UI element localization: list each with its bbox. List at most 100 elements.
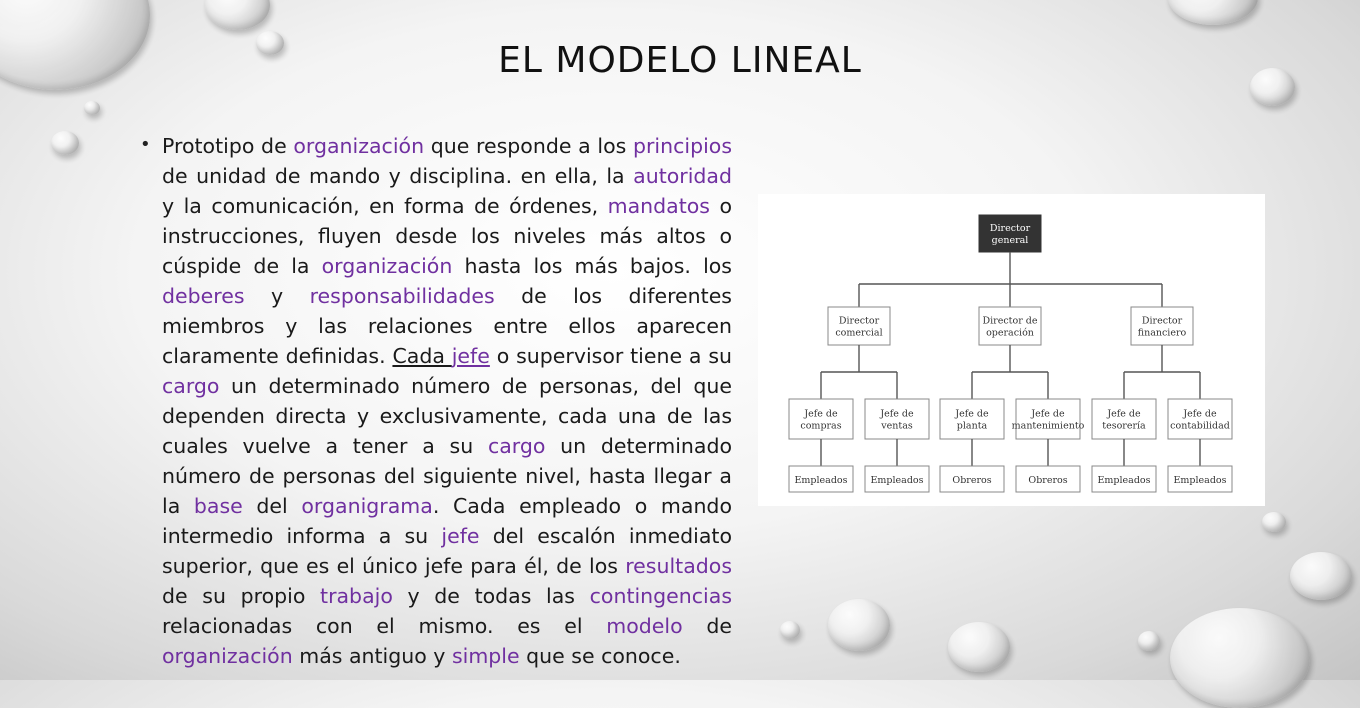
body-text-block: • Prototipo de organización que responde… (140, 131, 732, 680)
text-segment: del (242, 494, 302, 518)
org-box-label: planta (957, 421, 988, 432)
water-drop-decoration (51, 131, 79, 155)
highlighted-term: mandatos (607, 194, 710, 218)
org-box-label: Jefe de (803, 409, 838, 420)
staff-box-label: Empleados (794, 475, 847, 486)
org-box-label: Director (1142, 316, 1183, 327)
water-drop-decoration (1170, 608, 1310, 708)
water-drop-decoration (1138, 631, 1160, 651)
staff-box-label: Empleados (1097, 475, 1150, 486)
staff-box-label: Empleados (1173, 475, 1226, 486)
highlighted-term: organización (293, 134, 425, 158)
text-segment: de su propio (162, 584, 321, 608)
org-box-label: compras (800, 421, 841, 432)
staff-box-label: Empleados (870, 475, 923, 486)
org-box-label: Director de (983, 316, 1038, 327)
text-segment: o supervisor tiene a su (489, 344, 732, 368)
org-box-label: ventas (880, 421, 913, 432)
highlighted-term: modelo (606, 614, 683, 638)
org-box (1091, 398, 1157, 440)
text-segment: de (682, 614, 732, 638)
text-segment: Prototipo de (162, 134, 294, 158)
text-segment: relacionadas con el mismo. es el (162, 614, 607, 638)
highlighted-term: jefe (441, 524, 480, 548)
water-drop-decoration (84, 101, 100, 115)
highlighted-term: responsabilidades (309, 284, 495, 308)
org-box-label: comercial (835, 328, 882, 339)
org-box (1167, 398, 1233, 440)
org-box-label: mantenimiento (1012, 421, 1085, 432)
highlighted-term: contingencias (589, 584, 732, 608)
staff-box (1091, 465, 1157, 493)
water-drop-decoration (256, 31, 284, 55)
water-drop-decoration (1290, 552, 1352, 600)
org-box (1015, 398, 1081, 440)
staff-box (1015, 465, 1081, 493)
staff-box-label: Obreros (1028, 475, 1067, 486)
water-drop-decoration (780, 621, 800, 639)
org-box (978, 214, 1042, 253)
org-box-label: tesorería (1102, 421, 1146, 432)
body-paragraph: Prototipo de organización que responde a… (162, 131, 732, 671)
highlighted-term: trabajo (320, 584, 393, 608)
text-segment: y la comunicación, en forma de órdenes, (162, 194, 608, 218)
highlighted-term: simple (451, 644, 520, 668)
org-box-label: general (992, 235, 1029, 246)
org-box-label: Jefe de (954, 409, 989, 420)
bullet-icon: • (140, 134, 151, 155)
org-box (788, 398, 854, 440)
highlighted-term: cargo (487, 434, 546, 458)
slide-title: EL MODELO LINEAL (498, 40, 862, 81)
text-segment: un determinado número de personas, del q… (162, 374, 732, 458)
water-drop-decoration (828, 599, 890, 651)
text-segment: hasta los más bajos. los (452, 254, 732, 278)
text-segment: Cada (392, 344, 452, 368)
org-box (939, 398, 1005, 440)
text-segment: de unidad de mando y disciplina. en ella… (162, 164, 634, 188)
staff-box (864, 465, 930, 493)
org-box-label: Jefe de (1182, 409, 1217, 420)
highlighted-term: principios (632, 134, 732, 158)
water-drop-decoration (948, 622, 1010, 672)
org-box (978, 306, 1042, 346)
staff-box (1167, 465, 1233, 493)
text-segment: . Cada empleado o mando intermedio infor… (162, 494, 732, 548)
text-segment: más antiguo y (292, 644, 452, 668)
text-segment: o instrucciones, fluyen desde los nivele… (162, 194, 732, 278)
water-drop-decoration (1250, 68, 1295, 106)
text-segment: de los diferentes miembros y las relacio… (162, 284, 732, 368)
highlighted-term: base (193, 494, 243, 518)
highlighted-term: deberes (162, 284, 245, 308)
text-segment: y de todas las (392, 584, 590, 608)
highlighted-term: cargo (162, 374, 220, 398)
org-box-label: Jefe de (1106, 409, 1141, 420)
org-box-label: Jefe de (879, 409, 914, 420)
org-box-label: financiero (1138, 328, 1187, 339)
highlighted-term: organización (321, 254, 453, 278)
text-segment: del escalón inmediato superior, que es e… (162, 524, 732, 578)
org-box-label: contabilidad (1170, 421, 1230, 432)
org-box-label: operación (986, 328, 1034, 339)
text-segment: que responde a los (424, 134, 633, 158)
text-segment: que se conoce. (519, 644, 681, 668)
staff-box-label: Obreros (952, 475, 991, 486)
water-drop-decoration (205, 0, 270, 30)
org-box (827, 306, 891, 346)
water-drop-decoration (1168, 0, 1258, 25)
org-box-label: Jefe de (1030, 409, 1065, 420)
org-box-label: Director (839, 316, 880, 327)
highlighted-term: organigrama (301, 494, 433, 518)
highlighted-term: resultados (625, 554, 732, 578)
highlighted-term: autoridad (633, 164, 732, 188)
highlighted-term: organización (162, 644, 293, 668)
water-drop-decoration (1262, 512, 1286, 532)
text-segment: y (244, 284, 310, 308)
highlighted-term: jefe (451, 344, 490, 368)
staff-box (788, 465, 854, 493)
text-segment: un determinado número de personas del si… (162, 434, 732, 518)
org-box (864, 398, 930, 440)
staff-box (939, 465, 1005, 493)
org-box-label: Director (990, 223, 1031, 234)
